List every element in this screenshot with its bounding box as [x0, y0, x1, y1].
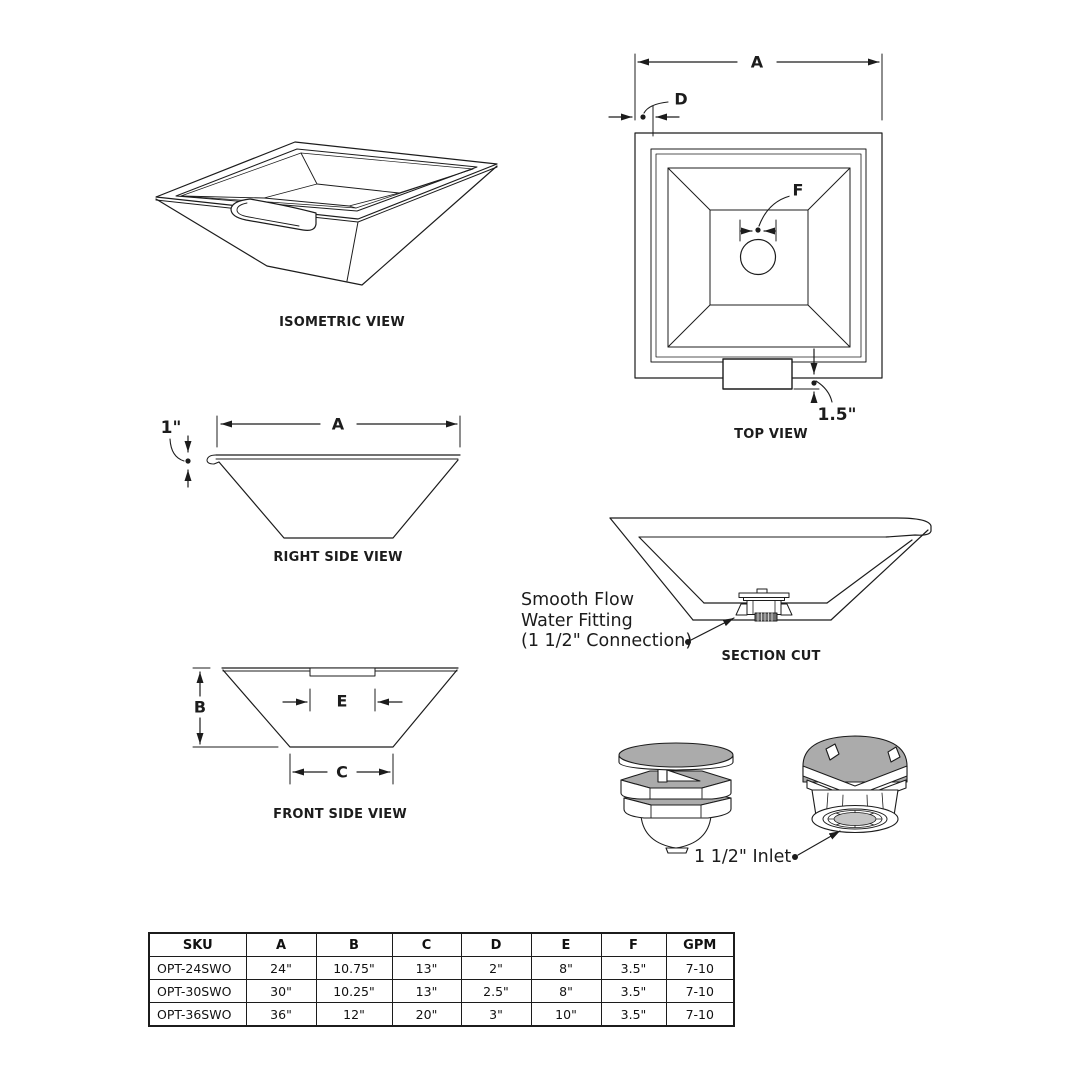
- cell-sku: OPT-24SWO: [148, 956, 247, 980]
- col-header-sku: SKU: [148, 932, 247, 957]
- col-header-b: B: [315, 932, 393, 957]
- cell-f: 3.5": [600, 956, 667, 980]
- cell-gpm: 7-10: [665, 956, 735, 980]
- smooth-flow-note-line1: Smooth Flow: [521, 590, 635, 610]
- col-header-f: F: [600, 932, 667, 957]
- smooth-flow-note-line2: Water Fitting: [521, 610, 633, 631]
- top-view-label: TOP VIEW: [734, 427, 808, 442]
- right-side-view-label: RIGHT SIDE VIEW: [273, 550, 403, 565]
- cell-c: 13": [391, 956, 462, 980]
- col-header-c: C: [391, 932, 462, 957]
- spec-table-header-row: SKU A B C D E F GPM: [148, 932, 735, 957]
- isometric-view-drawing: [155, 141, 498, 286]
- cell-a: 24": [245, 956, 317, 980]
- water-fitting-top-illustration: [618, 742, 734, 854]
- cell-gpm: 7-10: [665, 1002, 735, 1027]
- cell-a: 36": [245, 1002, 317, 1027]
- dim-a-right-side-view: A: [328, 414, 348, 434]
- table-row: OPT-30SWO 30" 10.25" 13" 2.5" 8" 3.5" 7-…: [148, 979, 735, 1003]
- cell-b: 10.25": [315, 979, 393, 1003]
- col-header-a: A: [245, 932, 317, 957]
- dim-b-front-side-view: B: [190, 697, 210, 717]
- cell-c: 13": [391, 979, 462, 1003]
- table-row: OPT-36SWO 36" 12" 20" 3" 10" 3.5" 7-10: [148, 1002, 735, 1027]
- table-row: OPT-24SWO 24" 10.75" 13" 2" 8" 3.5" 7-10: [148, 956, 735, 980]
- cell-gpm: 7-10: [665, 979, 735, 1003]
- cell-b: 12": [315, 1002, 393, 1027]
- cell-sku: OPT-36SWO: [148, 1002, 247, 1027]
- section-cut-label: SECTION CUT: [721, 649, 821, 664]
- spec-table: SKU A B C D E F GPM OPT-24SWO 24" 10.75"…: [148, 932, 735, 1027]
- dim-d-top-view: D: [671, 89, 691, 109]
- cell-d: 3": [460, 1002, 532, 1027]
- cell-e: 8": [530, 979, 602, 1003]
- cell-d: 2.5": [460, 979, 532, 1003]
- cell-e: 10": [530, 1002, 602, 1027]
- dim-1-inch-right-side-view: 1": [158, 418, 184, 438]
- cell-sku: OPT-30SWO: [148, 979, 247, 1003]
- water-fitting-bottom-illustration: [792, 735, 908, 860]
- inlet-note: 1 1/2" Inlet: [694, 847, 792, 867]
- isometric-view-label: ISOMETRIC VIEW: [279, 315, 405, 330]
- section-cut-drawing: [609, 517, 932, 645]
- front-side-view-drawing: [192, 667, 459, 785]
- cell-f: 3.5": [600, 1002, 667, 1027]
- dim-a-top-view: A: [747, 52, 767, 72]
- cell-e: 8": [530, 956, 602, 980]
- top-view-drawing: [608, 53, 883, 403]
- dim-e-front-side-view: E: [333, 691, 351, 711]
- cell-c: 20": [391, 1002, 462, 1027]
- dim-f-top-view: F: [789, 180, 807, 200]
- col-header-d: D: [460, 932, 532, 957]
- col-header-e: E: [530, 932, 602, 957]
- col-header-gpm: GPM: [665, 932, 735, 957]
- dim-1-5-inch-top-view: 1.5": [815, 405, 859, 425]
- smooth-flow-note-line3: (1 1/2" Connection): [521, 631, 693, 651]
- cell-b: 10.75": [315, 956, 393, 980]
- cell-a: 30": [245, 979, 317, 1003]
- right-side-view-drawing: [169, 415, 461, 539]
- cell-d: 2": [460, 956, 532, 980]
- cell-f: 3.5": [600, 979, 667, 1003]
- smooth-flow-note: Smooth Flow Water Fitting (1 1/2" Connec…: [521, 590, 692, 652]
- front-side-view-label: FRONT SIDE VIEW: [273, 807, 407, 822]
- dim-c-front-side-view: C: [333, 762, 351, 782]
